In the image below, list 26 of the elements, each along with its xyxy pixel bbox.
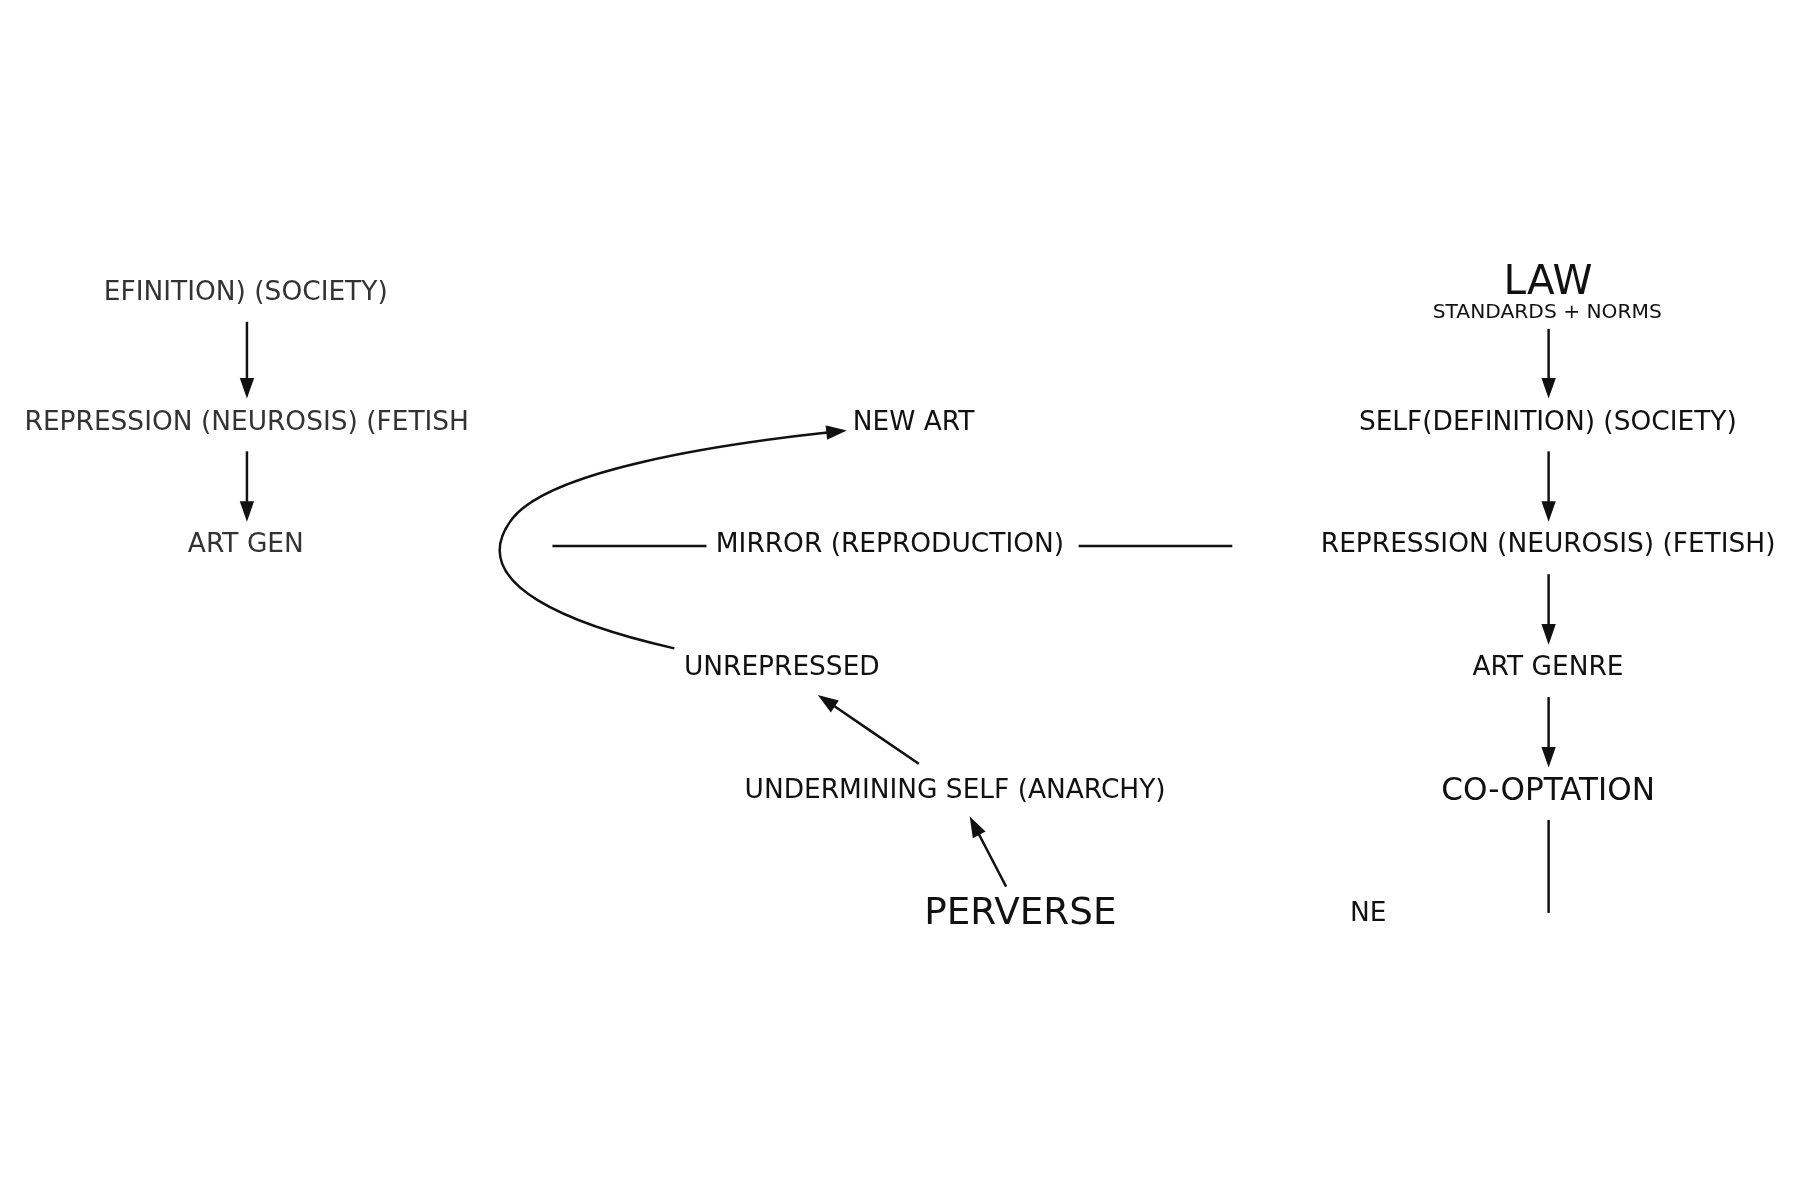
node-text: EFINITION) (SOCIETY) — [103, 274, 388, 306]
arrow — [1540, 696, 1556, 767]
arrow — [1540, 328, 1556, 399]
arrow — [498, 424, 847, 650]
node-text: MIRROR (REPRODUCTION) — [715, 526, 1064, 558]
connector — [551, 544, 706, 547]
node-text: UNDERMINING SELF (ANARCHY) — [744, 772, 1166, 804]
arrow — [239, 450, 254, 522]
node-text: REPRESSION (NEUROSIS) (FETISH — [24, 404, 469, 436]
arrow — [1540, 573, 1556, 645]
node-text: REPRESSION (NEUROSIS) (FETISH) — [1320, 526, 1776, 558]
node-text: UNREPRESSED — [683, 649, 880, 681]
node-text: LAW STANDARDS + NORMS — [1432, 255, 1662, 323]
node-text: PERVERSE — [923, 888, 1116, 933]
connector — [1546, 819, 1550, 913]
node-text: SELF(DEFINITION) (SOCIETY) — [1358, 404, 1737, 436]
arrow — [1540, 450, 1556, 522]
node-text: NEW ART — [852, 404, 974, 436]
node-text: CO-OPTATION — [1440, 770, 1655, 807]
arrow — [969, 816, 1007, 887]
node-text: ART GENRE — [1471, 649, 1623, 681]
label: NE — [1349, 895, 1386, 927]
arrow — [239, 321, 254, 399]
connector — [1078, 544, 1232, 547]
arrow — [817, 694, 919, 765]
node-text: ART GEN — [187, 526, 304, 558]
